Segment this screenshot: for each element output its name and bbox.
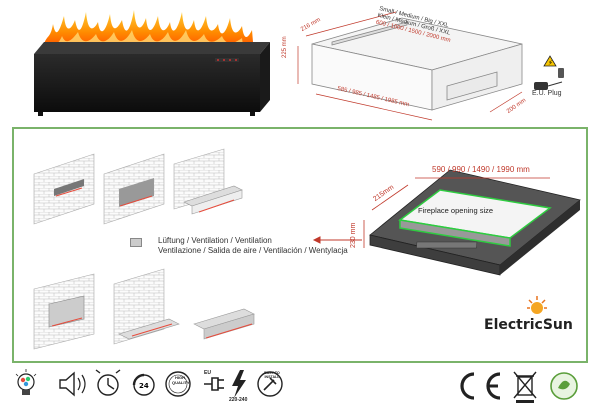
weee-bin-icon	[513, 371, 537, 403]
ce-mark-icon	[460, 372, 501, 400]
sketch-wall-recessed-4	[33, 273, 95, 350]
voltage-text: 220-240	[229, 397, 248, 403]
opening-size-label: Fireplace opening size	[418, 206, 494, 215]
ventilation-line-2: Ventilazione / Salida de aire / Ventilac…	[158, 246, 348, 255]
brand-sun-icon	[527, 296, 547, 314]
voltage-lightning-icon	[232, 370, 246, 398]
sketch-wall-step-5	[113, 268, 180, 345]
timer-clock-icon	[95, 369, 121, 396]
plug-label: E.U. Plug	[532, 90, 562, 97]
opening-height-label: 230 mm	[350, 222, 357, 248]
eu-plug-icon: ⚡	[534, 55, 564, 90]
sound-speaker-icon	[59, 371, 86, 397]
product-dimension-drawing: ⚡	[297, 11, 564, 121]
easy-install-text: EASY TO INSTALL	[264, 371, 280, 379]
svg-text:⚡: ⚡	[548, 59, 553, 67]
brand-logo-text: ElectricSun	[484, 317, 573, 333]
ventilation-line-1: Lüftung / Ventilation / Ventilation	[158, 236, 272, 245]
height-label: 225 mm	[282, 36, 288, 58]
fireplace-product-photo	[34, 10, 270, 116]
svg-text:24: 24	[139, 382, 149, 390]
led-bulb-icon	[15, 369, 37, 395]
opening-widths-label: 590 / 990 / 1490 / 1990 mm	[432, 165, 530, 174]
rohs-green-badge-icon	[550, 372, 578, 400]
sketch-freestanding-6	[193, 308, 255, 340]
fireplace-front-panel	[34, 54, 260, 112]
ventilation-legend-swatch	[130, 238, 142, 247]
sketch-wall-recessed-2	[103, 153, 165, 225]
eu-text: EU	[204, 370, 211, 376]
high-quality-text: HIGH QUALITY	[172, 375, 190, 385]
sketch-wall-recessed-1	[33, 153, 95, 225]
ventilation-legend: Lüftung / Ventilation / Ventilation Vent…	[158, 236, 348, 256]
sketch-wall-box-3	[173, 148, 243, 215]
24h-timer-icon: 24	[132, 373, 155, 396]
feature-icon-row: 24	[15, 369, 578, 403]
installation-diagram-frame	[12, 127, 588, 363]
eu-plug-badge-icon	[204, 377, 224, 391]
installation-sketches	[33, 148, 255, 350]
easy-install-badge-icon	[257, 371, 283, 397]
high-quality-badge-icon	[165, 371, 191, 397]
opening-size-diagram	[312, 169, 581, 276]
control-panel	[215, 58, 239, 62]
fireplace-top-surface	[34, 42, 270, 54]
